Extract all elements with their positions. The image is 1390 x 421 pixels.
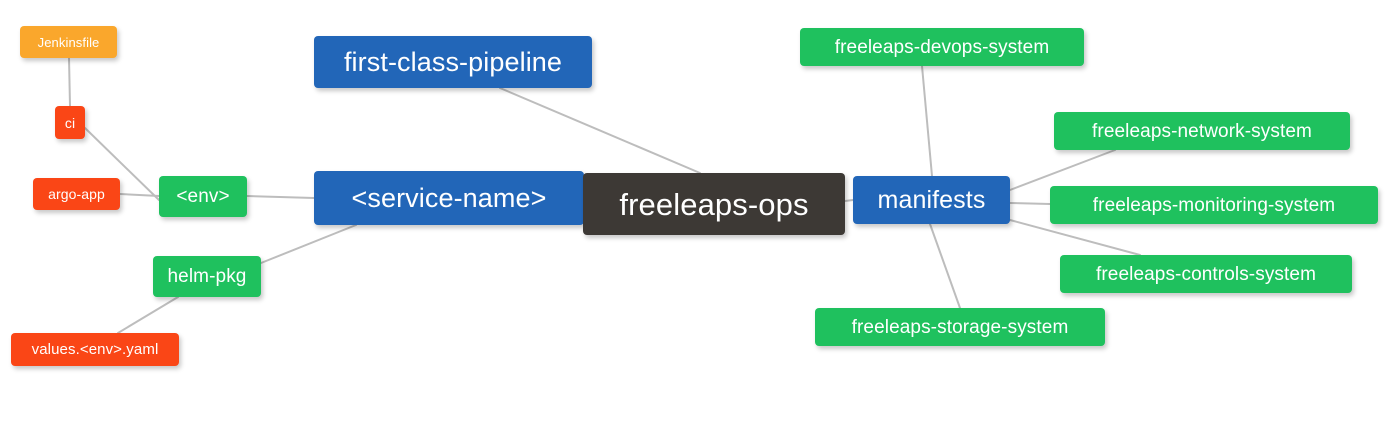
node-devops[interactable]: freeleaps-devops-system	[800, 28, 1084, 66]
node-monitoring[interactable]: freeleaps-monitoring-system	[1050, 186, 1378, 224]
node-label: freeleaps-network-system	[1092, 120, 1312, 142]
node-label: helm-pkg	[167, 266, 247, 287]
edge-manifests-to-devops	[921, 65, 933, 177]
edge-service-name-to-helm-pkg	[260, 224, 357, 264]
edge-manifests-to-controls	[1009, 219, 1141, 256]
edge-pipeline-to-freeleaps-ops	[499, 87, 701, 174]
node-pipeline[interactable]: first-class-pipeline	[314, 36, 592, 88]
edge-argo-app-to-env	[119, 193, 160, 197]
node-env[interactable]: <env>	[159, 176, 247, 217]
node-label: freeleaps-controls-system	[1095, 263, 1317, 285]
node-ci[interactable]: ci	[55, 106, 85, 139]
edge-manifests-to-network	[1009, 149, 1116, 191]
edge-manifests-to-storage	[929, 223, 961, 309]
node-label: <env>	[176, 186, 230, 207]
node-jenkinsfile[interactable]: Jenkinsfile	[20, 26, 117, 58]
node-label: first-class-pipeline	[343, 46, 563, 77]
node-service-name[interactable]: <service-name>	[314, 171, 584, 225]
node-values-yaml[interactable]: values.<env>.yaml	[11, 333, 179, 366]
edge-manifests-to-monitoring	[1009, 202, 1051, 205]
node-label: freeleaps-ops	[619, 186, 809, 222]
node-label: Jenkinsfile	[37, 34, 100, 50]
node-network[interactable]: freeleaps-network-system	[1054, 112, 1350, 150]
node-controls[interactable]: freeleaps-controls-system	[1060, 255, 1352, 293]
node-label: freeleaps-monitoring-system	[1092, 194, 1336, 216]
edge-helm-pkg-to-values-yaml	[117, 296, 179, 334]
edge-jenkinsfile-to-ci	[68, 57, 71, 107]
edge-env-to-service-name	[246, 195, 315, 199]
node-label: ci	[64, 114, 76, 131]
node-argo-app[interactable]: argo-app	[33, 178, 120, 210]
node-manifests[interactable]: manifests	[853, 176, 1010, 224]
node-helm-pkg[interactable]: helm-pkg	[153, 256, 261, 297]
node-label: freeleaps-storage-system	[851, 316, 1069, 338]
node-label: manifests	[877, 185, 986, 214]
node-label: argo-app	[48, 186, 105, 202]
node-label: values.<env>.yaml	[31, 341, 159, 358]
node-label: freeleaps-devops-system	[834, 36, 1050, 58]
edge-freeleaps-ops-to-manifests	[844, 199, 854, 202]
node-storage[interactable]: freeleaps-storage-system	[815, 308, 1105, 346]
node-label: <service-name>	[351, 182, 547, 213]
node-freeleaps-ops[interactable]: freeleaps-ops	[583, 173, 845, 235]
